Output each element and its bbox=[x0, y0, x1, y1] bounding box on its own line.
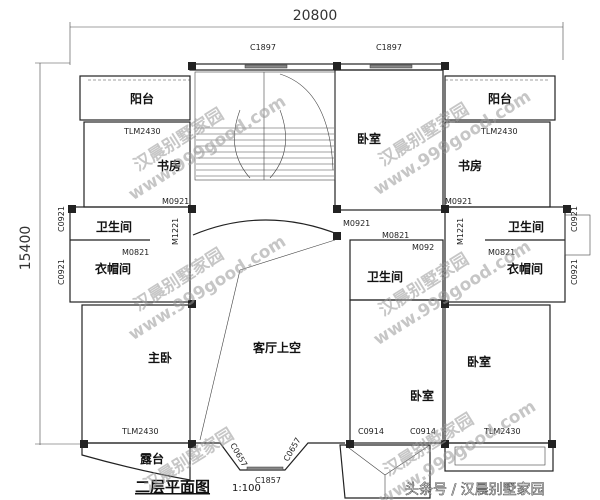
column bbox=[441, 205, 449, 213]
room-closet-right: 衣帽间 bbox=[507, 261, 543, 276]
code-label: M0921 bbox=[343, 219, 370, 228]
dimension-lines bbox=[35, 22, 564, 445]
code-label: C1897 bbox=[376, 43, 402, 52]
height-dimension: 15400 bbox=[18, 226, 34, 271]
column bbox=[333, 205, 341, 213]
column bbox=[80, 440, 88, 448]
code-label: TLM2430 bbox=[483, 427, 521, 436]
room-terrace: 露台 bbox=[140, 451, 164, 466]
code-label: C1857 bbox=[255, 476, 281, 485]
column bbox=[68, 205, 76, 213]
room-master-bedroom: 主卧 bbox=[148, 350, 172, 365]
column bbox=[441, 440, 449, 448]
room-bath-left: 卫生间 bbox=[96, 219, 132, 234]
column bbox=[188, 205, 196, 213]
code-label: C0914 bbox=[410, 427, 436, 436]
column bbox=[563, 205, 571, 213]
code-label: C0921 bbox=[57, 259, 66, 285]
code-label: C0921 bbox=[570, 206, 579, 232]
column bbox=[441, 300, 449, 308]
plan-scale: 1:100 bbox=[232, 483, 261, 494]
columns bbox=[68, 62, 571, 448]
column bbox=[346, 440, 354, 448]
width-dimension: 20800 bbox=[293, 8, 338, 24]
code-label: TLM2430 bbox=[480, 127, 518, 136]
column bbox=[188, 300, 196, 308]
room-closet-left: 衣帽间 bbox=[95, 261, 131, 276]
code-label: C0921 bbox=[570, 259, 579, 285]
code-label: M092 bbox=[412, 243, 434, 252]
room-bedroom-top: 卧室 bbox=[357, 131, 381, 146]
code-label: M0821 bbox=[122, 248, 149, 257]
room-labels: 阳台 阳台 书房 书房 卧室 卫生间 卫生间 卫生间 衣帽间 衣帽间 主卧 客厅… bbox=[95, 91, 544, 466]
walls bbox=[69, 63, 591, 499]
code-label: C0921 bbox=[57, 206, 66, 232]
plan-title: 二层平面图 bbox=[135, 478, 210, 496]
column bbox=[188, 62, 196, 70]
room-study-left: 书房 bbox=[157, 158, 181, 173]
room-balcony-right: 阳台 bbox=[488, 91, 512, 106]
column bbox=[441, 62, 449, 70]
column bbox=[333, 62, 341, 70]
room-bath-right: 卫生间 bbox=[508, 219, 544, 234]
code-label: M0921 bbox=[162, 197, 189, 206]
code-label: C1897 bbox=[250, 43, 276, 52]
room-bath-center: 卫生间 bbox=[367, 269, 403, 284]
code-label: M1221 bbox=[171, 218, 180, 245]
code-label: M0821 bbox=[488, 248, 515, 257]
code-label: C0657 bbox=[228, 442, 249, 469]
code-label: TLM2430 bbox=[121, 427, 159, 436]
room-balcony-left: 阳台 bbox=[130, 91, 154, 106]
footer-credit: 头条号 / 汉晨别墅家园 bbox=[405, 481, 545, 498]
column bbox=[188, 440, 196, 448]
code-label: C0657 bbox=[282, 436, 303, 463]
door-window-codes: C1897 C1897 TLM2430 TLM2430 TLM2430 TLM2… bbox=[57, 43, 579, 485]
code-label: M1221 bbox=[456, 218, 465, 245]
code-label: TLM2430 bbox=[123, 127, 161, 136]
room-study-right: 书房 bbox=[458, 158, 482, 173]
code-label: C0914 bbox=[358, 427, 384, 436]
column bbox=[333, 232, 341, 240]
code-label: M0821 bbox=[382, 231, 409, 240]
code-label: M0921 bbox=[445, 197, 472, 206]
column bbox=[548, 440, 556, 448]
staircase bbox=[194, 71, 336, 181]
room-bedroom-center: 卧室 bbox=[410, 388, 434, 403]
room-living-void: 客厅上空 bbox=[252, 340, 301, 355]
room-bedroom-right: 卧室 bbox=[467, 354, 491, 369]
